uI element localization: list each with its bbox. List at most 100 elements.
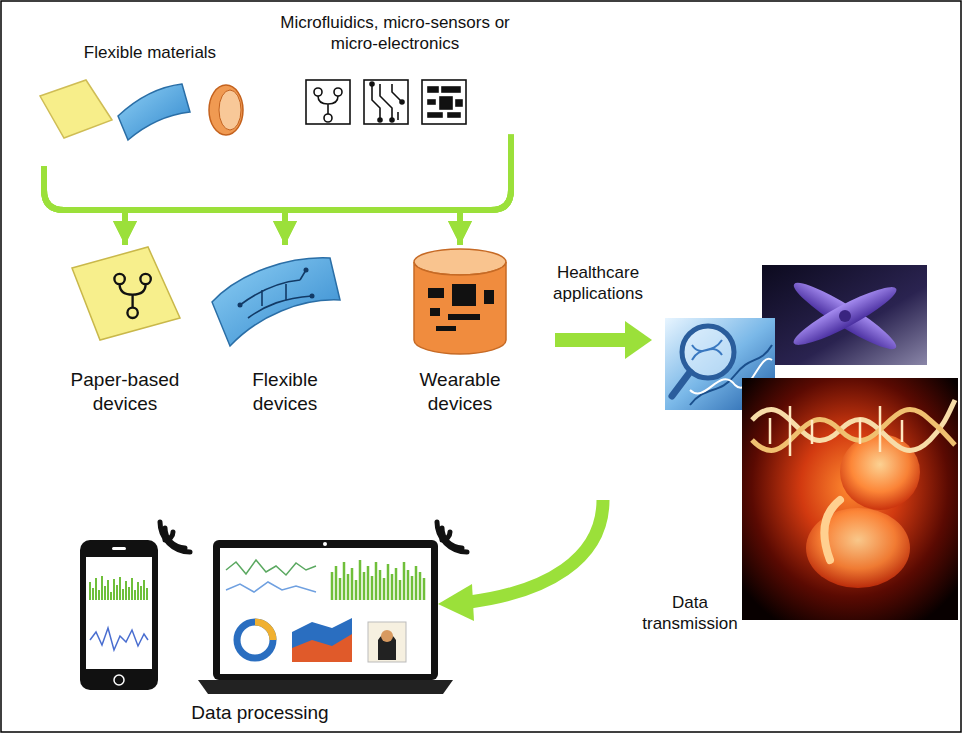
node-label: Microfluidics, micro-sensors or micro-el…	[273, 12, 517, 55]
micro-icons	[314, 88, 342, 122]
bracket-arrow	[460, 135, 511, 246]
healthcare-arrow	[625, 321, 652, 359]
paper-device	[72, 247, 180, 340]
flexible-device	[212, 258, 340, 346]
material-icons	[40, 80, 243, 140]
micro-icons	[370, 82, 374, 86]
laptop	[323, 542, 327, 546]
fetus-image	[742, 378, 958, 620]
illustration-space	[38, 63, 262, 166]
bracket-arrow	[44, 166, 285, 245]
arrow-label: Data transmission	[640, 592, 740, 635]
component-group: Microfluidics, micro-sensors or micro-el…	[273, 12, 517, 135]
laptop	[255, 622, 273, 640]
chromosome-image	[762, 265, 927, 365]
chromosome-image	[789, 279, 902, 353]
smartphone	[80, 540, 158, 690]
micro-icons	[448, 113, 460, 117]
micro-icons	[428, 87, 438, 92]
bracket-arrow	[285, 135, 511, 246]
bracket-arrow	[125, 135, 511, 246]
fetus-image	[752, 400, 955, 451]
wearable-device	[428, 288, 444, 298]
transmission-arrow	[438, 584, 474, 621]
smartphone	[90, 628, 148, 650]
healthcare-arrow	[555, 321, 652, 359]
paper-device	[114, 274, 150, 318]
dna-magnifier-image	[672, 372, 690, 396]
micro-icons	[306, 80, 350, 124]
illustration-space	[215, 245, 355, 368]
material-icons	[118, 84, 190, 140]
healthcare-arrow	[555, 333, 627, 347]
illustration-space	[390, 245, 530, 368]
fetus-image	[824, 500, 840, 560]
smartphone	[114, 675, 124, 685]
processing-node: Data processing	[60, 540, 460, 725]
paper-device	[72, 247, 180, 340]
micro-icons	[422, 80, 466, 124]
smartphone	[86, 557, 152, 669]
paper-device	[114, 274, 150, 318]
laptop	[368, 622, 406, 662]
micro-icons	[400, 100, 404, 104]
node-label: Wearable devices	[400, 368, 520, 416]
flexible-device	[212, 258, 340, 346]
flexible-device	[304, 268, 309, 273]
wearable-device	[430, 308, 440, 316]
arrow-label: Healthcare applications	[538, 262, 658, 305]
flexible-device	[240, 270, 312, 318]
fetus-image	[742, 378, 958, 620]
device-node: Flexible devices	[215, 245, 355, 416]
laptop	[237, 622, 273, 658]
material-group: Flexible materials	[38, 42, 262, 166]
smartphone	[80, 540, 158, 690]
bracket-arrow	[44, 166, 460, 245]
device-node: Paper-based devices	[55, 245, 195, 416]
fetus-image	[752, 409, 955, 450]
material-icons	[219, 90, 241, 130]
micro-icons	[456, 100, 462, 106]
node-label: Flexible devices	[225, 368, 345, 416]
laptop	[292, 618, 352, 662]
illustration-space	[60, 540, 460, 701]
illustration-space	[55, 245, 195, 368]
chromosome-image	[839, 310, 851, 322]
laptop	[220, 548, 431, 674]
wearable-device	[452, 284, 476, 306]
wifi-symbol	[437, 522, 467, 552]
micro-icons	[428, 113, 442, 117]
laptop	[226, 560, 316, 575]
wifi-symbol	[437, 522, 467, 552]
micro-icons	[390, 118, 394, 122]
smartphone	[112, 547, 126, 550]
node-label: Data processing	[60, 701, 460, 725]
fetus-image	[806, 508, 910, 588]
wearable-device	[436, 326, 456, 331]
dna-magnifier-image	[692, 340, 722, 360]
micro-icons	[364, 80, 408, 124]
laptop	[292, 634, 352, 662]
flexible-device	[310, 294, 315, 299]
wearable-device	[414, 249, 506, 354]
micro-icons	[440, 97, 452, 109]
wearable-device	[448, 314, 480, 320]
laptop	[198, 540, 453, 694]
node-label: Flexible materials	[38, 42, 262, 63]
micro-icons	[428, 100, 435, 104]
chromosome-image	[762, 265, 927, 365]
bracket-arrow	[44, 166, 125, 245]
material-icons	[209, 85, 243, 135]
laptop	[226, 582, 316, 592]
micro-icons	[372, 84, 402, 120]
laptop	[332, 560, 424, 600]
micro-icons	[378, 118, 382, 122]
node-label: Paper-based devices	[65, 368, 185, 416]
chromosome-image	[788, 275, 901, 357]
micro-icons	[442, 87, 460, 92]
wifi-symbol	[160, 522, 190, 552]
